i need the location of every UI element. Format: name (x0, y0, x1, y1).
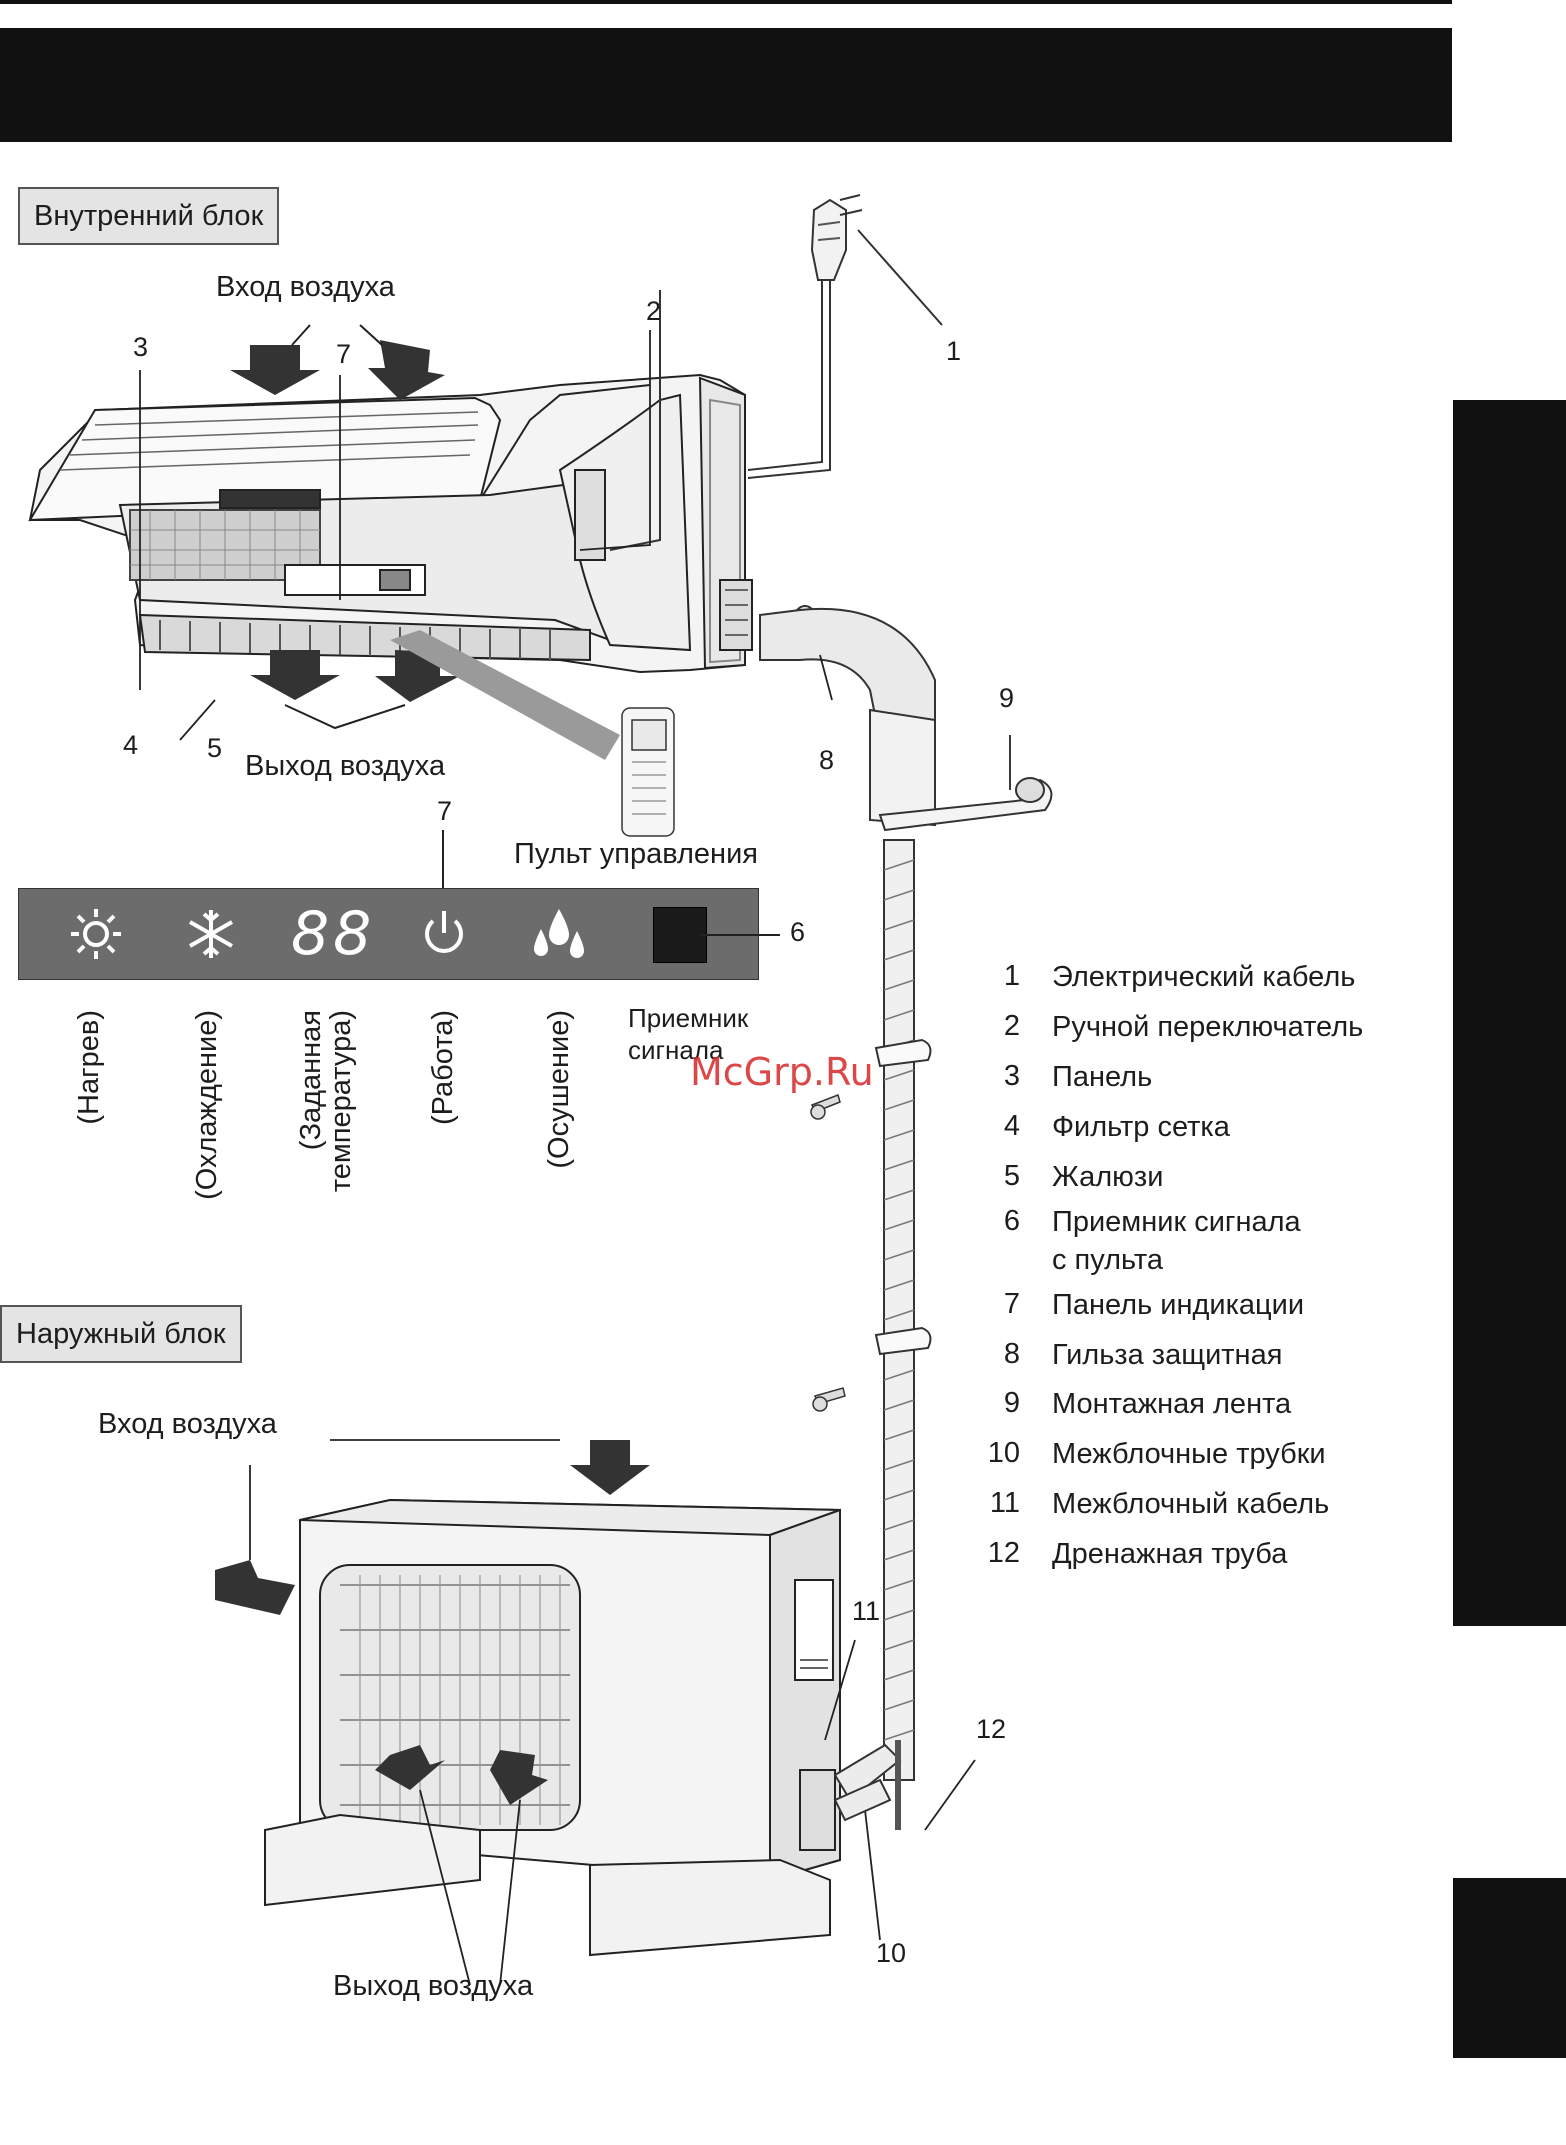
indicator-panel: 88 (18, 888, 759, 980)
power-icon (425, 911, 463, 953)
snowflake-icon (189, 910, 233, 958)
legend-text: Фильтр сетка (1052, 1111, 1230, 1143)
outdoor-air-in-label: Вход воздуха (98, 1408, 277, 1440)
legend-text: Ручной переключатель (1052, 1011, 1364, 1043)
callout-2: 2 (646, 296, 662, 326)
caption-dehumidify: (Осушение) (543, 1010, 575, 1169)
side-tab-page (1453, 1878, 1566, 2058)
legend-num: 8 (1003, 1338, 1020, 1370)
callout-12: 12 (976, 1714, 1007, 1744)
receiver-caption: Приемник сигнала (628, 1002, 748, 1066)
legend-num: 11 (989, 1487, 1020, 1519)
legend-num: 3 (1003, 1060, 1020, 1092)
side-tab (1453, 400, 1566, 1626)
callout-7-leader (442, 830, 444, 890)
legend-num: 5 (1003, 1160, 1020, 1192)
top-rule (0, 0, 1452, 4)
callout-3: 3 (133, 332, 149, 362)
callout-1: 1 (946, 336, 962, 366)
legend-text: Жалюзи (1052, 1161, 1164, 1193)
legend-num: 6 (1003, 1205, 1020, 1237)
legend-text: Дренажная труба (1052, 1538, 1288, 1570)
callout-9: 9 (999, 683, 1015, 713)
legend-text: Электрический кабель (1052, 961, 1356, 993)
caption-operation: (Работа) (427, 1010, 459, 1126)
indoor-unit-label: Внутренний блок (18, 187, 280, 245)
callout-11: 11 (852, 1596, 881, 1626)
callout-8: 8 (819, 745, 835, 775)
header-bar (0, 28, 1452, 142)
legend-text: Приемник сигнала (1052, 1206, 1301, 1238)
caption-set-temp-2: температура) (325, 1010, 357, 1193)
caption-cooling: (Охлаждение) (191, 1010, 223, 1200)
legend-text: Межблочный кабель (1052, 1488, 1330, 1520)
legend-num: 9 (1003, 1387, 1020, 1419)
remote-control-label: Пульт управления (514, 838, 758, 870)
caption-heating: (Нагрев) (73, 1010, 105, 1125)
callout-5: 5 (207, 733, 223, 763)
callout-6-leader (700, 934, 780, 936)
legend-num: 12 (987, 1537, 1020, 1569)
callout-4: 4 (123, 730, 139, 760)
indoor-air-in-label: Вход воздуха (216, 271, 395, 303)
watermark: McGrp.Ru (690, 1050, 874, 1094)
callout-7-unit: 7 (336, 339, 352, 369)
legend-text: Панель (1052, 1061, 1153, 1093)
legend-text: Гильза защитная (1052, 1339, 1283, 1371)
caption-set-temp-1: (Заданная (295, 1010, 327, 1151)
legend-num: 2 (1003, 1010, 1020, 1042)
legend-num: 7 (1003, 1288, 1020, 1320)
callout-6: 6 (790, 917, 806, 947)
sun-icon (71, 909, 121, 959)
outdoor-unit-label: Наружный блок (0, 1305, 242, 1363)
receiver-caption-line2: сигнала (628, 1035, 724, 1065)
outdoor-air-out-label: Выход воздуха (333, 1970, 534, 2002)
temperature-display: 88 (291, 899, 376, 969)
legend-text: Панель индикации (1052, 1289, 1305, 1321)
legend-text: Монтажная лента (1052, 1388, 1292, 1420)
indoor-air-out-label: Выход воздуха (245, 750, 446, 782)
legend-num: 10 (987, 1437, 1020, 1469)
callout-7-panel: 7 (437, 796, 453, 826)
drops-icon (534, 909, 584, 958)
legend-num: 1 (1003, 960, 1020, 992)
legend-text: с пульта (1052, 1244, 1163, 1276)
receiver-square (653, 907, 707, 963)
callout-10: 10 (876, 1938, 907, 1968)
legend-text: Межблочные трубки (1052, 1438, 1326, 1470)
receiver-caption-line1: Приемник (628, 1003, 749, 1033)
legend-num: 4 (1003, 1110, 1020, 1142)
